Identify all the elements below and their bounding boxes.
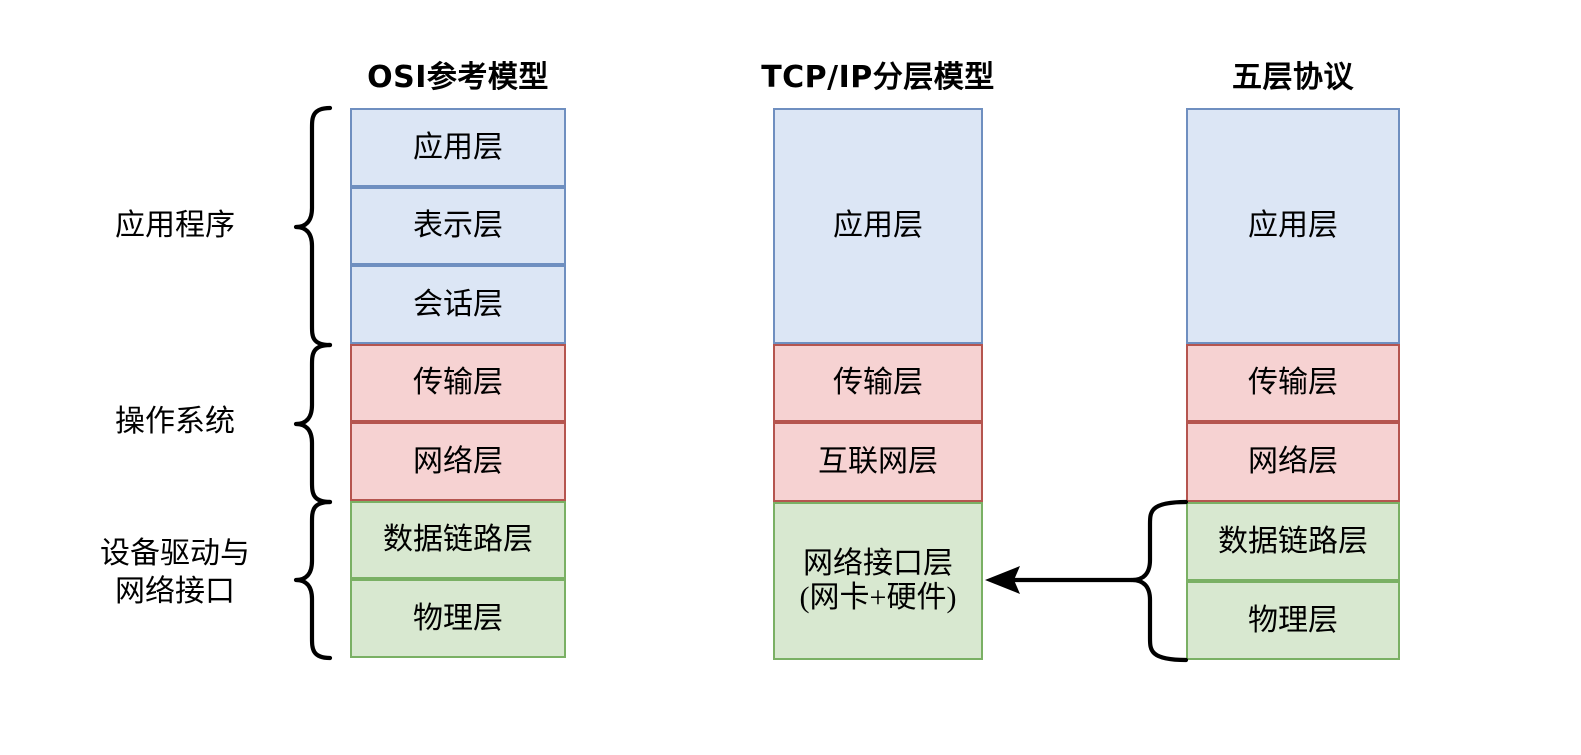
- mapping-arrow-head: [985, 566, 1020, 594]
- brace-five-layer-link-physical: [1129, 499, 1189, 663]
- osi-layer-application: 应用层: [350, 108, 566, 187]
- osi-layer-network: 网络层: [350, 422, 566, 501]
- column-title-osi: OSI参考模型: [367, 60, 549, 95]
- side-label-device-driver-line2: 网络接口: [115, 574, 235, 608]
- five-layer-data-link: 数据链路层: [1186, 502, 1400, 581]
- five-layer-application: 应用层: [1186, 108, 1400, 344]
- side-label-application-line1: 应用程序: [115, 209, 235, 242]
- tcpip-stack: 应用层 传输层 互联网层 网络接口层 (网卡+硬件): [773, 108, 983, 660]
- brace-device-driver: [293, 499, 333, 661]
- side-label-device-driver-line1: 设备驱动与: [100, 537, 250, 570]
- osi-layer-transport: 传输层: [350, 343, 566, 423]
- osi-layer-presentation: 表示层: [350, 186, 566, 266]
- five-layer-stack: 应用层 传输层 网络层 数据链路层 物理层: [1186, 108, 1400, 660]
- tcpip-layer-internet: 互联网层: [773, 422, 983, 502]
- osi-layer-data-link: 数据链路层: [350, 500, 566, 580]
- brace-application: [293, 105, 333, 348]
- five-layer-physical: 物理层: [1186, 581, 1400, 660]
- five-layer-transport: 传输层: [1186, 344, 1400, 422]
- tcpip-layer-transport: 传输层: [773, 344, 983, 422]
- brace-operating-system: [293, 342, 333, 505]
- tcpip-layer-network-interface: 网络接口层 (网卡+硬件): [773, 502, 983, 660]
- side-label-operating-system: 操作系统: [45, 403, 305, 441]
- osi-layer-session: 会话层: [350, 265, 566, 344]
- column-title-tcpip: TCP/IP分层模型: [761, 60, 995, 95]
- side-label-application: 应用程序: [45, 207, 305, 245]
- tcpip-layer-application: 应用层: [773, 108, 983, 344]
- side-label-device-driver: 设备驱动与 网络接口: [45, 535, 305, 610]
- osi-stack: 应用层 表示层 会话层 传输层 网络层 数据链路层 物理层: [350, 108, 566, 658]
- column-title-five-layer: 五层协议: [1232, 60, 1354, 95]
- osi-layer-physical: 物理层: [350, 579, 566, 658]
- side-label-operating-system-line1: 操作系统: [115, 405, 235, 438]
- five-layer-network: 网络层: [1186, 422, 1400, 502]
